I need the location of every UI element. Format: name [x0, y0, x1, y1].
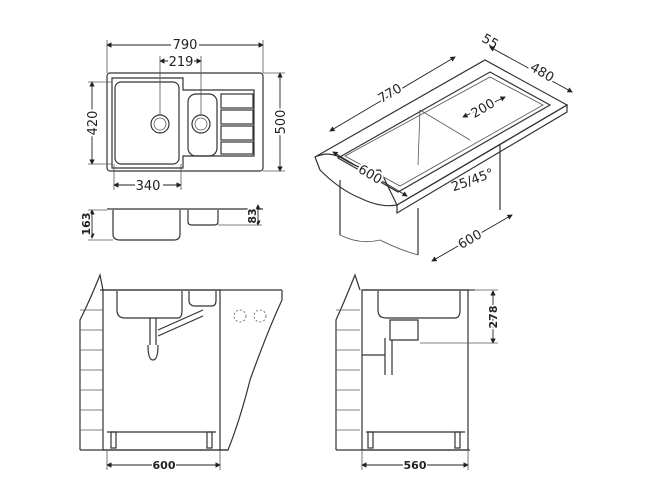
bowl-recess [111, 77, 255, 169]
dim-depth: 500 [274, 110, 289, 135]
dim-small-bowl-height: 83 [246, 208, 259, 223]
dim-drain-spacing: 219 [169, 55, 194, 70]
dim-bowl-width: 340 [136, 179, 161, 194]
top-view: 790 219 420 500 340 [84, 37, 291, 194]
dim-length: 770 [376, 81, 405, 106]
pipe-outlet-icon [253, 309, 267, 323]
large-bowl [114, 81, 180, 165]
side-view: 163 83 [79, 204, 263, 241]
isometric-view: 770 55 480 200 600 25/45° 600 [314, 31, 573, 262]
dim-side-cabinet-width: 560 [404, 459, 427, 472]
dim-front-cabinet-width: 600 [153, 459, 176, 472]
dim-overhang: 55 [479, 31, 501, 52]
dim-height: 163 [80, 213, 93, 236]
cabinet [361, 289, 469, 451]
drainer-grooves [220, 93, 254, 155]
dim-cabinet: 600 [456, 227, 485, 252]
dim-bowl-depth: 420 [86, 111, 101, 136]
pipe-outlet-icon [233, 309, 247, 323]
cabinet [102, 289, 221, 451]
dim-iso-depth: 480 [527, 60, 556, 85]
dim-offset: 200 [469, 96, 498, 121]
small-bowl [187, 93, 218, 157]
dim-front: 600 [355, 162, 384, 187]
dim-width: 790 [173, 38, 198, 53]
dim-side-height: 278 [487, 306, 500, 329]
side-elevation: 560 278 [335, 273, 502, 472]
front-elevation: 600 [79, 272, 283, 472]
sink-outline [106, 72, 264, 172]
